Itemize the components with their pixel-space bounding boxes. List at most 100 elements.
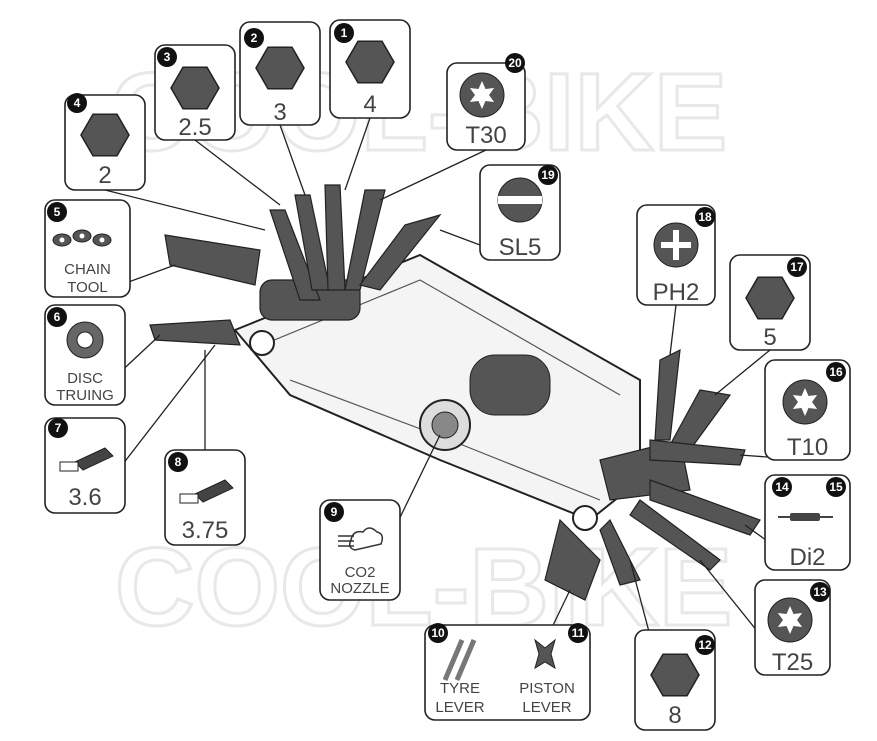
callout-20: T30 20 — [379, 53, 526, 201]
callout-label: CO2 — [345, 564, 376, 581]
callout-10: TYRE LEVER PISTON LEVER 10 11 — [424, 589, 591, 721]
callout-label: 3 — [273, 99, 286, 126]
badge-number: 9 — [331, 505, 338, 519]
callout-label: 5 — [763, 324, 776, 351]
watermark-bottom: COOL-BIKE — [115, 526, 732, 649]
leader-line — [344, 117, 371, 191]
number-badge: 14 — [772, 477, 792, 497]
badge-number: 14 — [775, 480, 789, 494]
slotted-icon — [497, 177, 543, 223]
badge-number: 15 — [829, 480, 843, 494]
callout-1: 41 — [329, 19, 411, 191]
callout-label: T25 — [772, 649, 813, 676]
chain-icon — [52, 229, 112, 247]
hex-icon — [345, 40, 395, 84]
badge-number: 19 — [541, 168, 555, 182]
callout-19: SL5 19 — [439, 164, 561, 261]
di2-connector-icon — [778, 513, 833, 521]
badge-number: 13 — [813, 585, 827, 599]
badge-number: 18 — [698, 210, 712, 224]
leader-line — [379, 149, 487, 201]
callout-label: SL5 — [499, 234, 542, 261]
number-badge: 10 — [428, 623, 448, 643]
torx-icon — [459, 72, 505, 118]
number-badge: 6 — [47, 307, 67, 327]
number-badge: 13 — [810, 582, 830, 602]
callout-box — [44, 199, 131, 298]
hex-icon — [80, 113, 130, 157]
number-badge: 16 — [826, 362, 846, 382]
torx-icon — [767, 597, 813, 643]
callout-label: T10 — [787, 434, 828, 461]
hex-icon — [650, 653, 700, 697]
hex-icon — [255, 46, 305, 90]
badge-number: 8 — [175, 455, 182, 469]
spoke-key-icon — [179, 479, 234, 504]
leader-line — [669, 304, 677, 356]
callout-label: Di2 — [789, 544, 825, 571]
callout-label: CHAIN — [64, 261, 111, 278]
callout-label: TYRE — [440, 680, 480, 697]
number-badge: 2 — [244, 28, 264, 48]
badge-number: 3 — [164, 50, 171, 64]
callout-label: LEVER — [435, 699, 484, 716]
number-badge: 9 — [324, 502, 344, 522]
badge-number: 6 — [54, 310, 61, 324]
callout-box — [319, 499, 401, 601]
callout-17: 517 — [714, 254, 811, 396]
number-badge: 7 — [48, 418, 68, 438]
callout-box — [764, 474, 851, 571]
number-badge: 19 — [538, 165, 558, 185]
number-badge: 11 — [568, 623, 588, 643]
tyre-lever-icon — [442, 639, 477, 681]
callout-8: 3.758 — [164, 350, 246, 546]
hex-icon — [170, 66, 220, 110]
disc-rotor-icon — [66, 321, 104, 359]
callout-7: 3.67 — [44, 344, 216, 514]
callout-label: T30 — [465, 122, 506, 149]
leader-line — [104, 189, 266, 231]
callout-label: TOOL — [67, 279, 108, 296]
leader-line — [279, 124, 306, 196]
callout-label-2: LEVER — [522, 699, 571, 716]
callout-18: PH2 18 — [636, 204, 716, 356]
co2-icon — [338, 527, 384, 551]
callout-label: NOZZLE — [330, 580, 389, 597]
callout-12: 812 — [629, 559, 716, 731]
badge-number: 11 — [572, 626, 585, 640]
badge-number: 16 — [829, 365, 843, 379]
number-badge: 4 — [67, 93, 87, 113]
callout-label: 2 — [98, 162, 111, 189]
badge-number: 5 — [54, 205, 61, 219]
callout-13: T25 13 — [699, 559, 831, 676]
piston-lever-icon — [534, 638, 556, 670]
leader-line — [194, 139, 281, 206]
number-badge: 15 — [826, 477, 846, 497]
badge-number: 10 — [431, 626, 445, 640]
badge-number: 2 — [251, 31, 258, 45]
number-badge: 1 — [334, 23, 354, 43]
callout-label: PH2 — [653, 279, 700, 306]
leader-line — [714, 349, 771, 396]
callout-label: DISC — [67, 370, 103, 387]
number-badge: 18 — [695, 207, 715, 227]
badge-number: 7 — [55, 421, 62, 435]
callout-4: 24 — [64, 93, 266, 231]
callout-3: 2.53 — [154, 44, 281, 206]
badge-number: 20 — [508, 56, 522, 70]
torx-icon — [782, 379, 828, 425]
number-badge: 3 — [157, 47, 177, 67]
number-badge: 20 — [505, 53, 525, 73]
badge-number: 1 — [341, 26, 348, 40]
callout-2: 32 — [239, 21, 321, 196]
phillips-icon — [653, 222, 699, 268]
spoke-key-icon — [59, 447, 114, 472]
callout-label: 8 — [668, 702, 681, 729]
callout-label-2: PISTON — [519, 680, 575, 697]
hex-icon — [745, 276, 795, 320]
callout-label: TRUING — [56, 387, 114, 404]
